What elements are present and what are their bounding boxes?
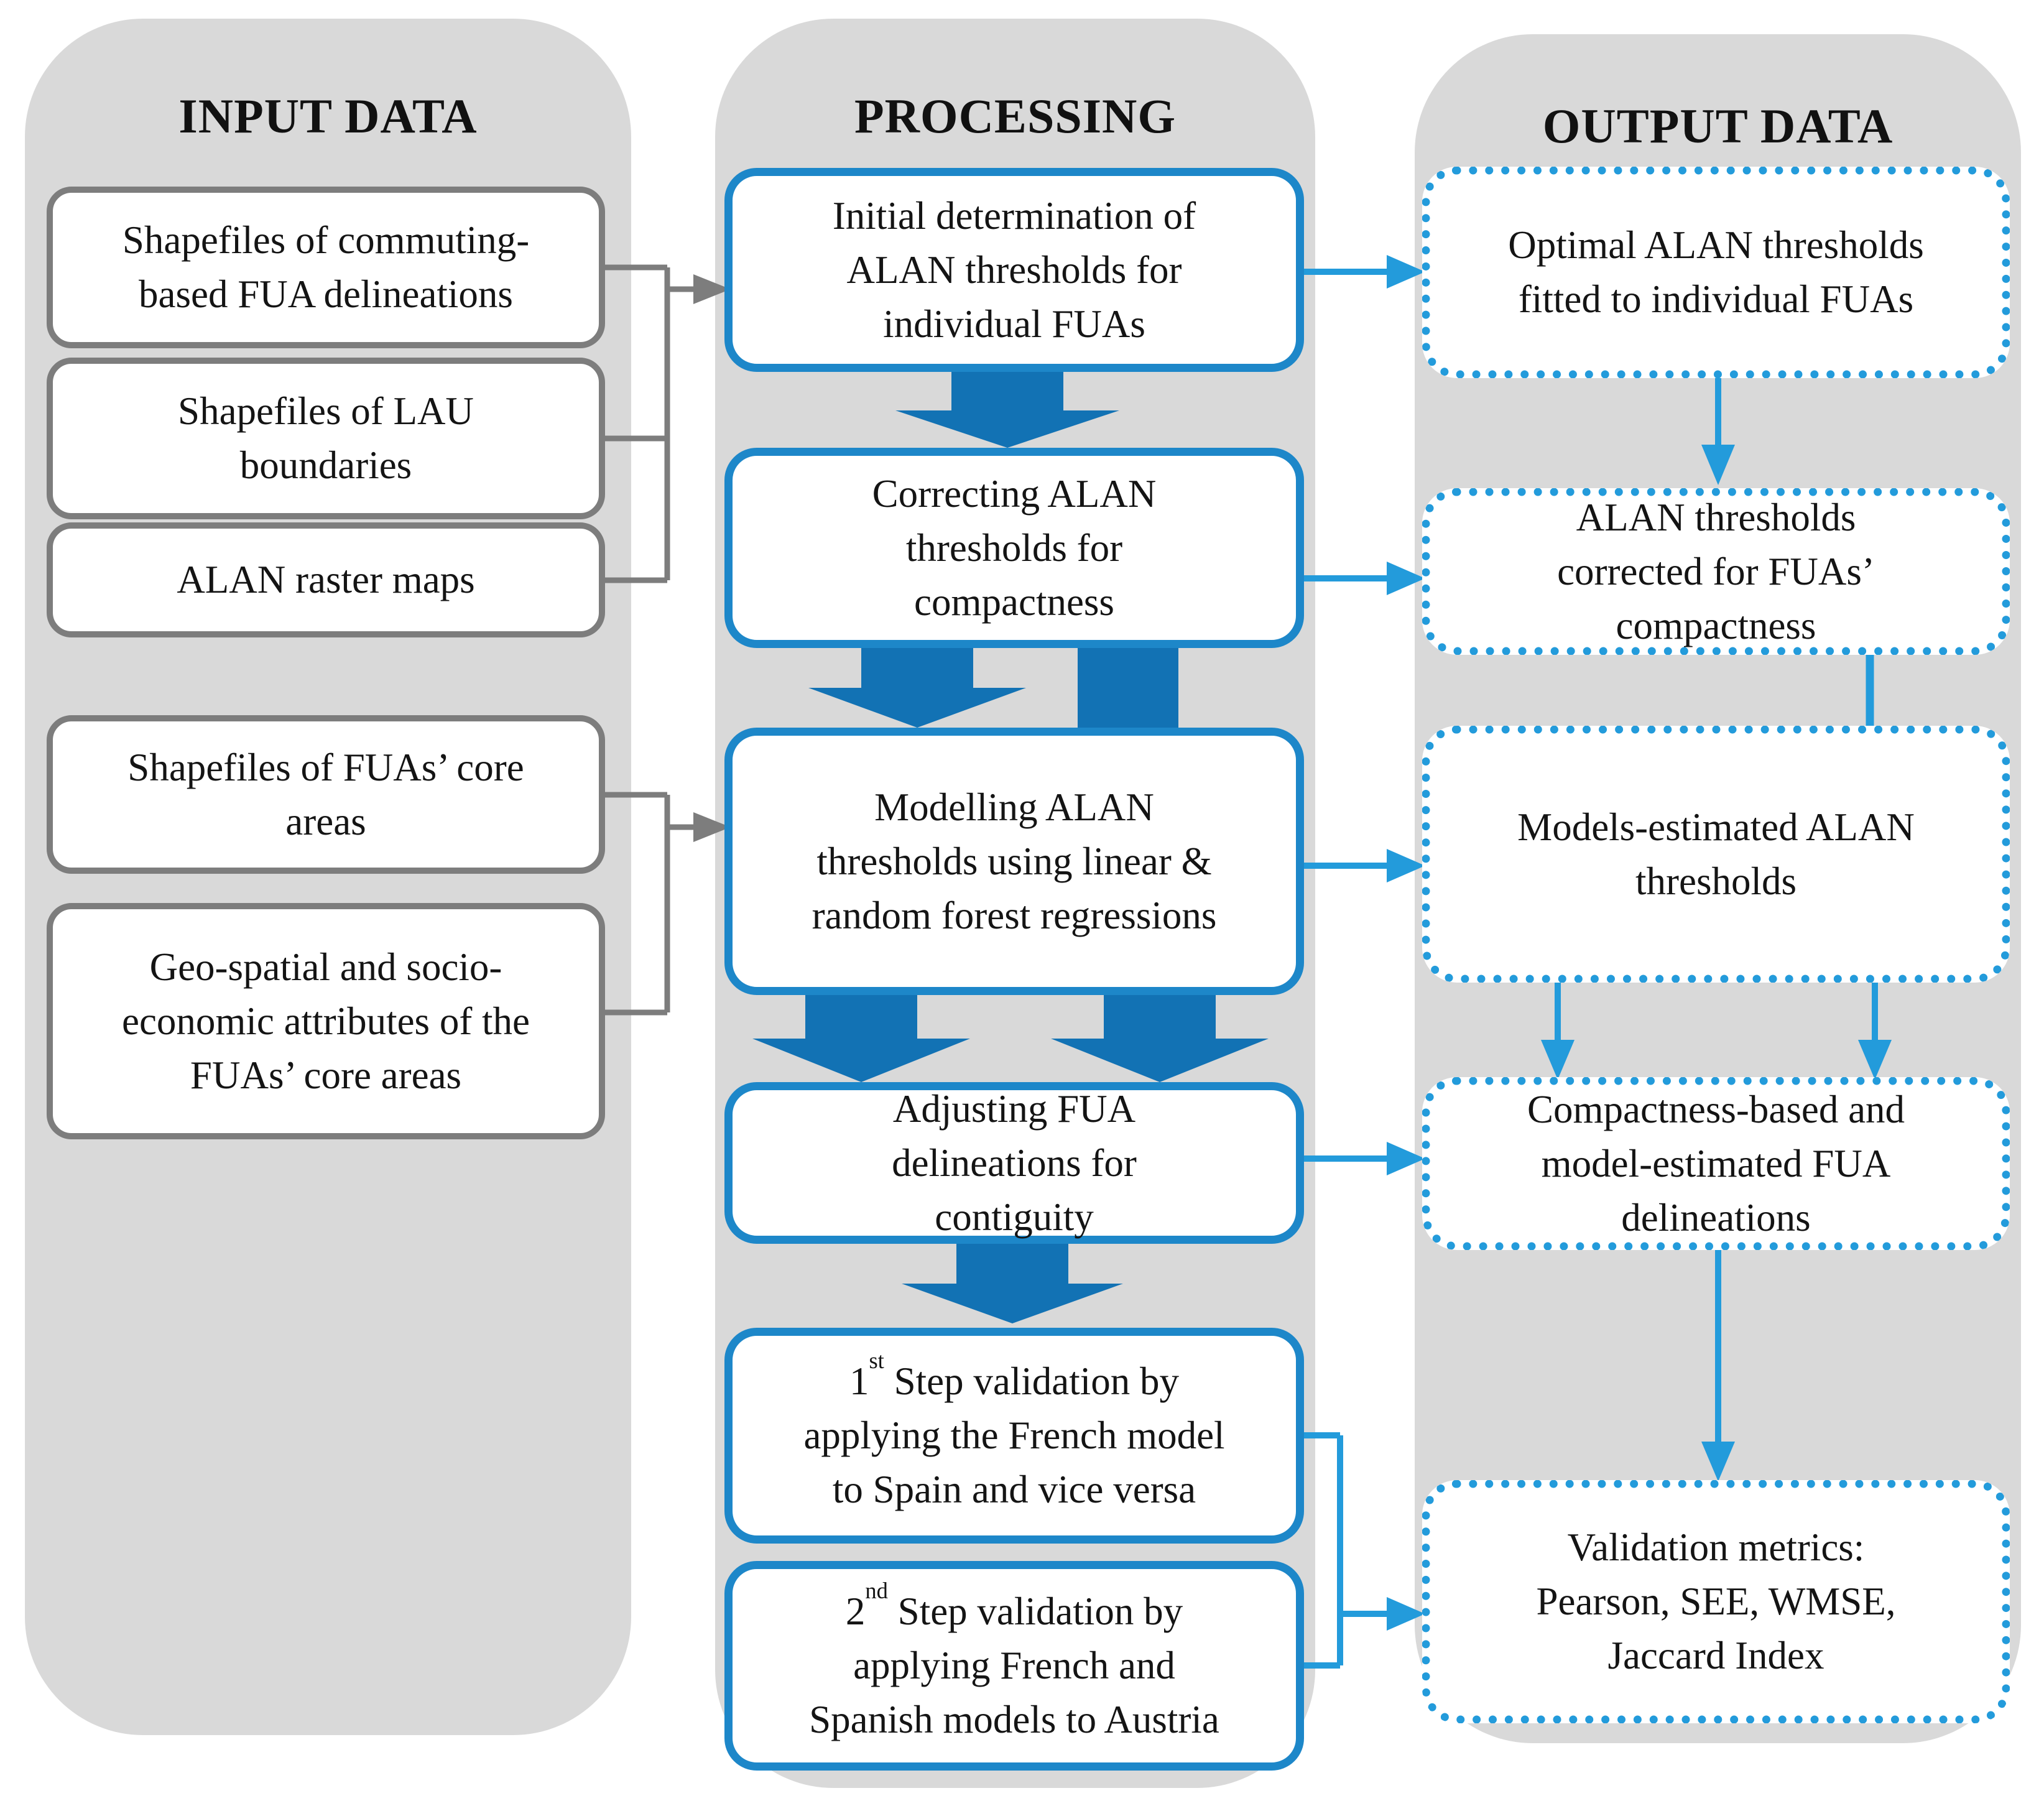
arrow-models-estimated-to-delineations-right [1858,981,1892,1080]
process-box-correcting-thresholds-text: Correcting ALAN thresholds for compactne… [872,471,1157,624]
second-step-rest: Step validation by applying French and S… [809,1590,1219,1741]
process-box-second-step-validation-text: 2nd Step validation by applying French a… [798,1579,1231,1747]
block-stem-correcting-to-modelling-right [1078,648,1178,728]
second-step-ordinal-suffix: nd [865,1577,888,1603]
output-box-optimal-thresholds: Optimal ALAN thresholds fitted to indivi… [1422,167,2010,378]
process-box-adjusting-delineations-text: Adjusting FUA delineations for contiguit… [892,1086,1137,1239]
input-box-alan-raster-maps-text: ALAN raster maps [177,558,475,601]
output-box-corrected-thresholds-text: ALAN thresholds corrected for FUAs’ comp… [1557,495,1875,647]
arrow-initial-to-optimal-thresholds [1303,255,1425,289]
output-column-title: OUTPUT DATA [1542,99,1894,153]
block-arrow-initial-to-correcting [895,372,1119,448]
input-box-geo-socio-attributes-text: Geo-spatial and socio- economic attribut… [121,945,530,1097]
input-box-fua-core-areas-text: Shapefiles of FUAs’ core areas [127,745,524,843]
process-box-adjusting-delineations: Adjusting FUA delineations for contiguit… [724,1082,1304,1244]
input-box-geo-socio-attributes: Geo-spatial and socio- economic attribut… [47,903,605,1139]
first-step-rest: Step validation by applying the French m… [803,1359,1225,1511]
arrowhead-into-validation-metrics [1387,1597,1425,1631]
output-box-fua-delineations-text: Compactness-based and model-estimated FU… [1527,1087,1905,1239]
arrow-modelling-to-models-estimated [1303,849,1425,882]
gray-arrowhead-into-initial-determination [693,274,731,304]
process-box-initial-determination-text: Initial determination of ALAN thresholds… [832,193,1196,346]
output-box-models-estimated-thresholds: Models-estimated ALAN thresholds [1422,726,2010,983]
process-box-modelling-thresholds-text: Modelling ALAN thresholds using linear &… [812,785,1217,937]
first-step-ordinal-suffix: st [869,1347,884,1373]
input-box-lau-boundaries: Shapefiles of LAU boundaries [47,358,605,519]
block-arrow-modelling-to-adjusting-right [1051,995,1269,1082]
arrow-optimal-to-corrected [1701,377,1735,485]
block-arrow-correcting-to-modelling-left [808,648,1026,728]
process-box-modelling-thresholds: Modelling ALAN thresholds using linear &… [724,728,1304,995]
block-arrow-modelling-to-adjusting-left [752,995,970,1082]
blue-bracket-validation-steps [1303,1432,1388,1669]
output-box-validation-metrics: Validation metrics: Pearson, SEE, WMSE, … [1422,1480,2010,1723]
arrow-correcting-to-corrected-thresholds [1303,562,1425,595]
process-box-initial-determination: Initial determination of ALAN thresholds… [724,168,1304,372]
gray-bracket-inputs-1-3 [605,264,695,583]
input-box-commuting-fua-delineations: Shapefiles of commuting- based FUA delin… [47,187,605,348]
process-box-correcting-thresholds: Correcting ALAN thresholds for compactne… [724,448,1304,648]
block-arrow-adjusting-to-validation1 [902,1244,1123,1323]
output-box-models-estimated-thresholds-text: Models-estimated ALAN thresholds [1517,805,1915,903]
gray-arrowhead-into-modelling [693,812,731,842]
output-box-validation-metrics-text: Validation metrics: Pearson, SEE, WMSE, … [1536,1526,1896,1677]
output-box-corrected-thresholds: ALAN thresholds corrected for FUAs’ comp… [1422,488,2010,655]
output-box-optimal-thresholds-text: Optimal ALAN thresholds fitted to indivi… [1508,223,1924,321]
output-box-fua-delineations: Compactness-based and model-estimated FU… [1422,1077,2010,1250]
input-box-lau-boundaries-text: Shapefiles of LAU boundaries [178,389,474,487]
second-step-number: 2 [845,1590,866,1633]
processing-column-title: PROCESSING [854,89,1177,143]
input-box-commuting-fua-delineations-text: Shapefiles of commuting- based FUA delin… [122,218,530,316]
arrow-models-estimated-to-delineations-left [1541,981,1575,1080]
process-box-first-step-validation-text: 1st Step validation by applying the Fren… [792,1349,1236,1517]
input-column-title: INPUT DATA [178,89,478,143]
input-box-fua-core-areas: Shapefiles of FUAs’ core areas [47,715,605,874]
process-box-first-step-validation: 1st Step validation by applying the Fren… [724,1328,1304,1544]
process-box-second-step-validation: 2nd Step validation by applying French a… [724,1561,1304,1771]
input-box-alan-raster-maps: ALAN raster maps [47,522,605,637]
arrow-adjusting-to-compactness-based [1302,1142,1425,1175]
arrow-delineations-to-validation-metrics [1701,1249,1735,1481]
gray-bracket-inputs-4-5 [605,792,695,1016]
first-step-number: 1 [849,1359,869,1403]
